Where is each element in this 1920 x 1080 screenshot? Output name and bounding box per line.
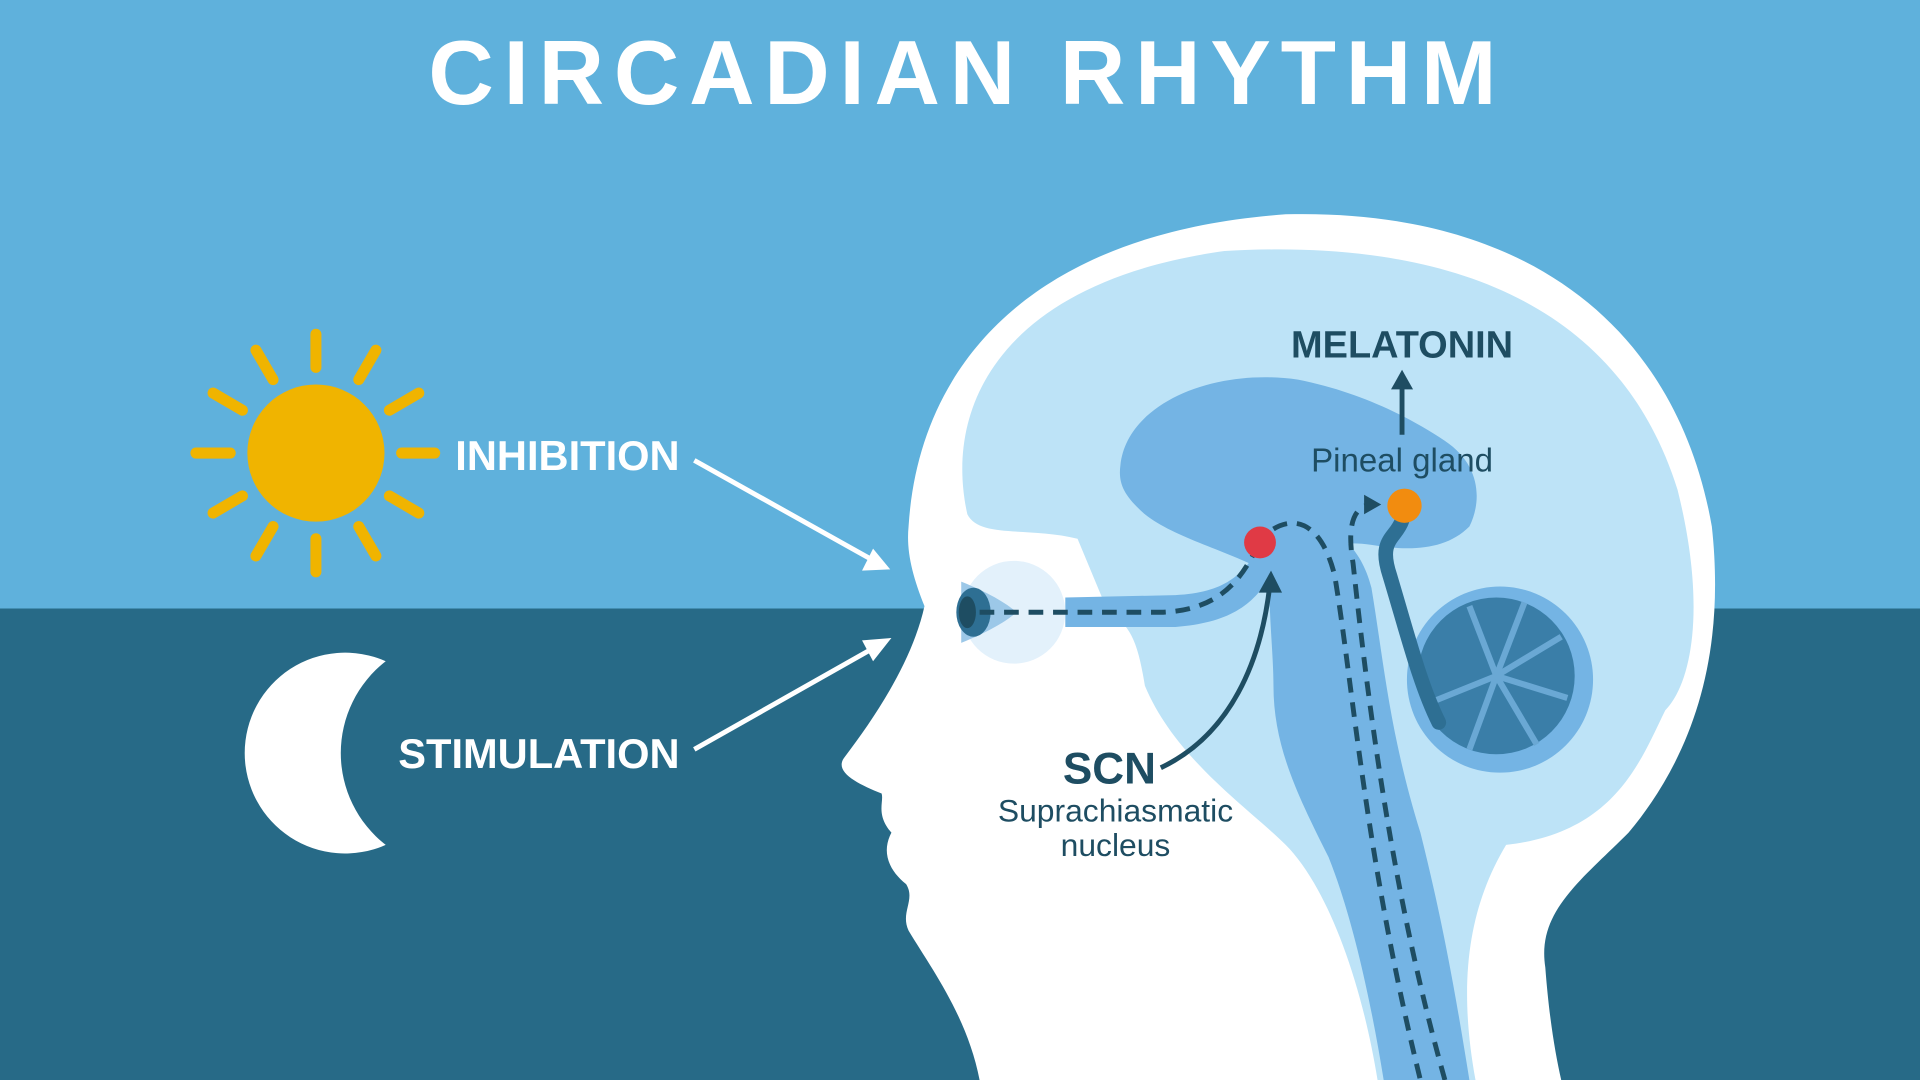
pineal-stalk (1378, 513, 1447, 730)
scn-label: SCN (1063, 745, 1156, 794)
neural-pathways (979, 502, 1448, 1080)
melatonin-arrowhead (1391, 369, 1414, 390)
pineal-gland-dot (1387, 488, 1422, 523)
pathway-arrow (1364, 494, 1382, 515)
light-arrows (693, 458, 892, 752)
stimulation-label: STIMULATION (398, 730, 679, 777)
scn-dot (1244, 526, 1276, 559)
scn-pointer-arrow (1159, 585, 1273, 770)
title: CIRCADIAN RHYTHM (428, 23, 1506, 124)
cerebrum-inner (1119, 377, 1477, 576)
scn-arrowhead (1258, 570, 1283, 593)
scn-full-name-line1: Suprachiasmatic (998, 793, 1233, 829)
pineal-gland-label: Pineal gland (1311, 442, 1493, 479)
optic-nerve (1065, 544, 1280, 627)
moon-icon (244, 652, 386, 854)
melatonin-label: MELATONIN (1291, 325, 1513, 367)
scn-full-name-line2: nucleus (1061, 827, 1171, 863)
brainstem (1269, 523, 1470, 1080)
cerebellum (1406, 586, 1594, 773)
inhibition-label: INHIBITION (455, 432, 679, 479)
sun-icon (190, 328, 441, 578)
